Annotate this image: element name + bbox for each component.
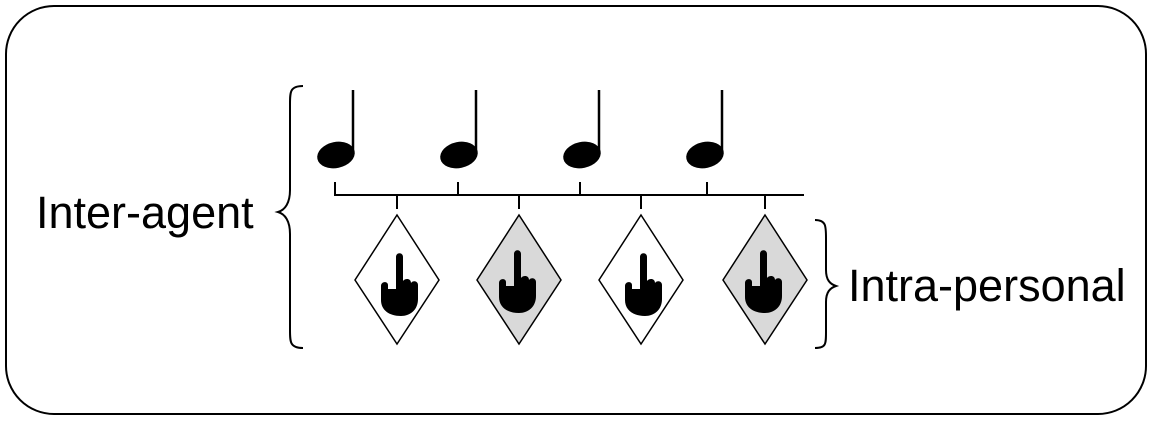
tap-diamond xyxy=(476,213,562,346)
quarter-note-icon xyxy=(440,90,478,169)
quarter-note-icon xyxy=(563,90,601,169)
tap-diamond xyxy=(722,213,808,346)
intra-personal-brace xyxy=(814,219,840,349)
inter-agent-label: Inter-agent xyxy=(36,187,254,238)
tap-ticks xyxy=(396,195,766,209)
beat-ticks xyxy=(334,182,708,195)
tap-diamond xyxy=(354,213,440,346)
quarter-note-icon xyxy=(317,90,355,169)
tap-diamond xyxy=(598,213,684,346)
quarter-note-icon xyxy=(686,90,724,169)
intra-personal-label: Intra-personal xyxy=(848,260,1126,311)
inter-agent-brace xyxy=(274,85,304,349)
